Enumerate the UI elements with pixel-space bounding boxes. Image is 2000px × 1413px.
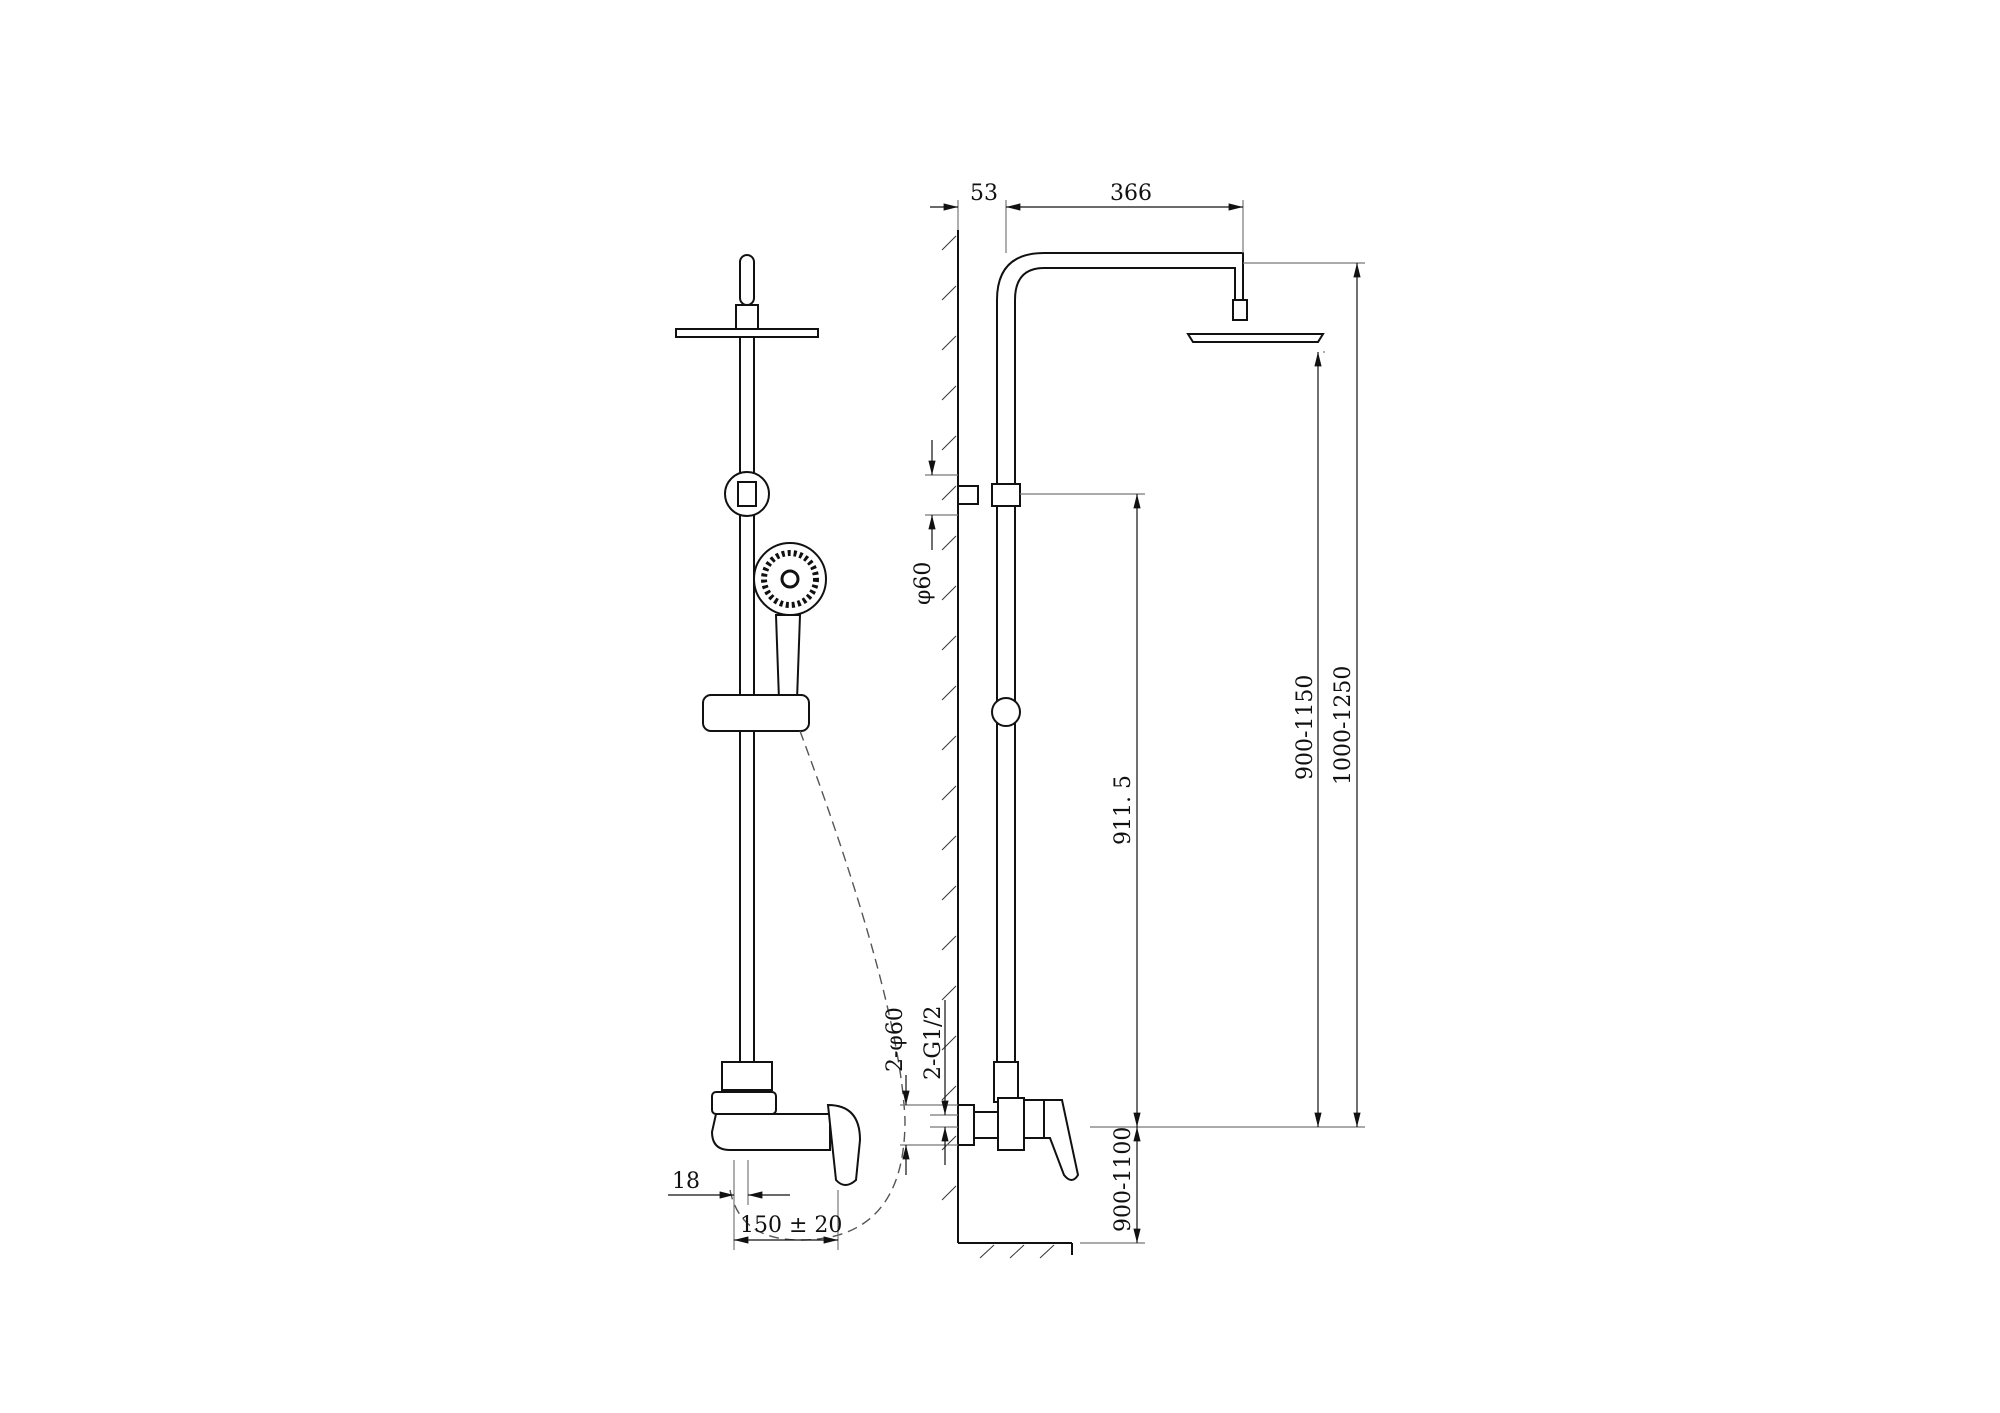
riser-and-arm bbox=[996, 252, 1244, 1062]
dim-911-label: 911. 5 bbox=[1111, 775, 1136, 845]
dim-phi60-label: φ60 bbox=[911, 562, 936, 605]
side-bracket bbox=[991, 483, 1021, 507]
hose-path bbox=[729, 730, 906, 1241]
shower-arm-stub bbox=[739, 254, 755, 306]
slider-holder bbox=[702, 694, 810, 732]
dim-1000-1250-label: 1000-1250 bbox=[1331, 666, 1356, 785]
dim-150-label: 150 ± 20 bbox=[740, 1213, 842, 1238]
dim-900-1150-label: 900-1150 bbox=[1293, 675, 1318, 780]
mixer-valve-body bbox=[710, 1113, 831, 1151]
slider-knob bbox=[991, 697, 1021, 727]
dim-900-1100-label: 900-1100 bbox=[1111, 1127, 1136, 1232]
side-lever bbox=[1043, 1099, 1080, 1181]
head-connector bbox=[735, 304, 759, 330]
overhead-shower-head bbox=[675, 328, 819, 338]
mixer-lever bbox=[826, 1103, 862, 1186]
dim-2phi60-label: 2-φ60 bbox=[883, 1007, 908, 1072]
side-view: 53 366 φ60 2-φ60 2-G1/2 911. 5 900-1100 … bbox=[883, 181, 1365, 1259]
side-shower-head bbox=[1186, 333, 1325, 343]
dim-2g12-label: 2-G1/2 bbox=[921, 1006, 946, 1080]
dim-53-label: 53 bbox=[970, 181, 998, 206]
diverter bbox=[721, 1061, 773, 1091]
front-view: 18 150 ± 20 bbox=[668, 254, 906, 1250]
dim-18-label: 18 bbox=[672, 1169, 700, 1194]
dim-366-label: 366 bbox=[1110, 181, 1152, 206]
hand-shower-handle bbox=[774, 614, 802, 701]
